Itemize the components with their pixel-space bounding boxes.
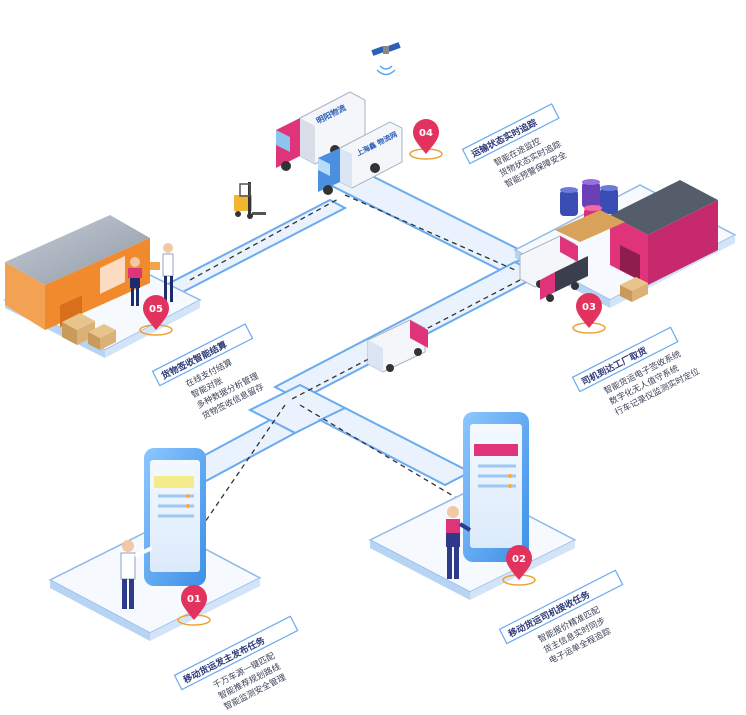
center-truck [367, 319, 428, 373]
warehouse-building [5, 215, 150, 350]
phone-right [463, 412, 529, 562]
step-02-card: 移动货运司机接收任务 智能报价精准匹配 货主信息实时同步 电子运单全程追踪 [498, 569, 624, 666]
second-truck: 上海鑫 物流网 [318, 121, 403, 195]
step-pin-01: 01 [177, 585, 211, 626]
person-right [446, 506, 472, 579]
step-pin-04: 04 [409, 119, 443, 160]
person-left [120, 540, 153, 609]
satellite-icon [371, 42, 401, 76]
barrels [555, 179, 625, 242]
step-03-card: 司机到达工厂取货 智能货运电子签收系统 数字化无人值守系统 行车记录仪监测实时定… [571, 326, 702, 418]
forklift [234, 182, 266, 219]
factory-boxes [620, 277, 648, 302]
step-pin-03: 03 [572, 293, 606, 334]
warehouse-workers [128, 243, 174, 306]
step-05-number: 05 [149, 304, 163, 315]
step-pin-02: 02 [502, 545, 536, 586]
step-05-card: 货物签收智能结算 在线支付结算 智能对账 多种数据分析管理 货物签收信息留存 [151, 323, 266, 422]
factory-building [610, 180, 718, 285]
phone-left [144, 448, 206, 586]
step-01-number: 01 [187, 594, 201, 605]
step-04-number: 04 [419, 128, 433, 139]
step-01-card: 移动货运发主发布任务 千万车源一键匹配 智能推荐规划路线 智能监测安全管理 [173, 615, 299, 712]
factory-trucks [519, 235, 588, 302]
step-03-number: 03 [582, 302, 596, 313]
step-02-number: 02 [512, 554, 526, 565]
step-04-card: 运输状态实时追踪 智能在途监控 货物状态实时追踪 智能预警保障安全 [461, 103, 569, 190]
step-pin-05: 05 [139, 295, 173, 336]
